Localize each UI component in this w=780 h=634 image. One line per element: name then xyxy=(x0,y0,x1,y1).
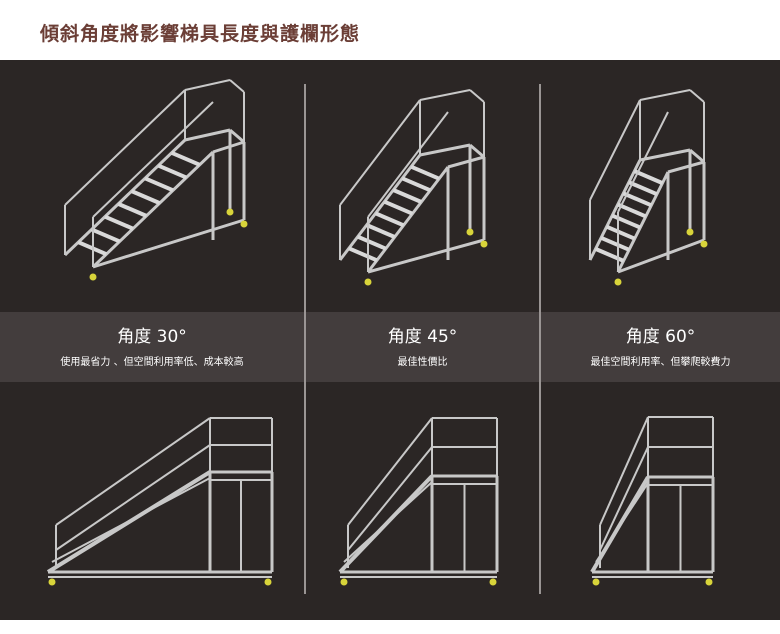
handrail xyxy=(64,89,186,206)
step xyxy=(374,211,405,228)
handrail xyxy=(347,417,433,526)
step xyxy=(392,188,423,204)
handrail xyxy=(689,89,705,103)
step xyxy=(130,189,161,205)
handrail xyxy=(589,99,641,201)
stringer xyxy=(616,171,670,273)
angle-desc: 使用最省力 、但空間利用率低、成本較高 xyxy=(60,357,244,368)
platform xyxy=(689,148,705,164)
platform xyxy=(469,143,485,159)
base-rail xyxy=(367,238,485,274)
caster-wheel xyxy=(700,240,708,248)
step xyxy=(144,176,174,193)
step xyxy=(170,150,201,167)
platform xyxy=(667,160,705,174)
step xyxy=(90,227,121,244)
caster-wheel xyxy=(89,273,97,281)
caster-wheel xyxy=(226,208,234,216)
step xyxy=(622,191,653,208)
comparison-panel: 角度 30° 使用最省力 、但空間利用率低、成本較高 角度 45° 最佳性價比 … xyxy=(0,60,780,620)
stringer xyxy=(588,159,642,261)
caster-wheel xyxy=(364,278,372,286)
angle-label: 角度 60° xyxy=(625,327,696,347)
platform xyxy=(229,128,245,144)
handrail xyxy=(55,444,211,551)
step xyxy=(616,202,647,219)
handrail xyxy=(184,79,231,91)
stringer xyxy=(343,481,433,563)
handrail xyxy=(367,111,449,218)
step xyxy=(401,176,432,193)
step xyxy=(633,169,664,185)
caster-wheel xyxy=(705,578,713,586)
angle-label: 角度 30° xyxy=(117,327,187,347)
platform xyxy=(447,155,485,169)
stringer xyxy=(51,477,211,563)
step xyxy=(348,246,378,263)
handrail xyxy=(92,101,214,218)
handrail xyxy=(347,446,433,551)
stringer xyxy=(63,138,187,257)
angle-label: 角度 45° xyxy=(387,327,458,347)
angle-desc: 最佳性價比 xyxy=(397,357,448,368)
option-45: 角度 45° 最佳性價比 xyxy=(306,312,539,382)
caster-wheel xyxy=(614,278,622,286)
platform xyxy=(184,128,231,142)
handrail xyxy=(617,111,669,213)
stair-illustrations xyxy=(46,79,715,586)
option-30: 角度 30° 使用最省力 、但空間利用率低、成本較高 xyxy=(0,312,304,382)
caster-wheel xyxy=(480,240,488,248)
caster-wheel xyxy=(686,228,694,236)
base-rail xyxy=(617,238,705,274)
caster-wheel xyxy=(466,228,474,236)
step xyxy=(611,213,642,230)
caster-wheel xyxy=(340,578,348,586)
handrail xyxy=(339,99,421,206)
stringer xyxy=(91,150,215,269)
step xyxy=(383,199,414,216)
caster-wheel xyxy=(592,578,600,586)
label-band xyxy=(0,312,780,382)
stringer xyxy=(338,154,422,261)
handrail xyxy=(639,89,691,101)
step xyxy=(605,224,636,241)
step xyxy=(628,180,658,197)
caster-wheel xyxy=(264,578,272,586)
handrail xyxy=(229,79,245,93)
step xyxy=(600,235,630,252)
step xyxy=(117,202,148,218)
handrail xyxy=(599,416,649,526)
angle-desc: 最佳空間利用率、但攀爬較費力 xyxy=(590,357,731,368)
handrail xyxy=(599,446,649,551)
step xyxy=(157,163,188,180)
step xyxy=(410,164,440,181)
handrail xyxy=(469,89,485,103)
handrail xyxy=(419,89,471,101)
page-title: 傾斜角度將影響梯具長度與護欄形態 xyxy=(40,23,361,45)
base-rail xyxy=(92,218,245,269)
handrail xyxy=(55,417,211,526)
stringer xyxy=(595,482,649,563)
caster-wheel xyxy=(48,578,56,586)
step xyxy=(356,234,387,251)
step xyxy=(365,223,396,239)
caster-wheel xyxy=(240,220,248,228)
option-60: 角度 60° 最佳空間利用率、但攀爬較費力 xyxy=(541,312,780,382)
platform xyxy=(639,148,691,162)
caster-wheel xyxy=(489,578,497,586)
step xyxy=(594,247,625,263)
platform xyxy=(419,143,471,157)
divider xyxy=(304,84,306,594)
step xyxy=(104,214,134,231)
stringer xyxy=(366,166,450,273)
divider xyxy=(539,84,541,594)
